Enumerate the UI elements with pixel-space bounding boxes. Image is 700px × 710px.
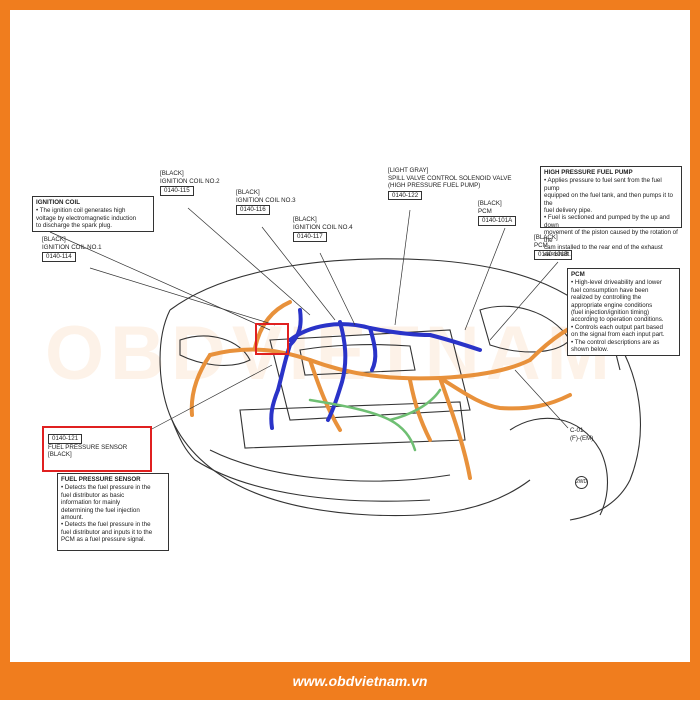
under-panel	[194, 459, 431, 502]
connector-code: 0140-115	[160, 186, 194, 196]
info-line: amount.	[61, 514, 84, 522]
info-line: • The control descriptions are as	[571, 338, 660, 346]
callout-name: PCM	[534, 241, 548, 249]
callout-ignition-coil-no1: [BLACK] IGNITION COIL NO.1 0140-114	[42, 236, 102, 262]
info-line: cam installed to the rear end of the exh…	[544, 244, 663, 259]
info-line: appropriate engine conditions	[571, 301, 653, 309]
connector-code: 0140-114	[42, 252, 76, 262]
callout-color: [BLACK]	[478, 200, 502, 207]
info-line: fuel distributor and inputs it to the	[61, 528, 153, 536]
info-line: PCM as a fuel pressure signal.	[61, 536, 146, 544]
strut-tower	[479, 305, 571, 353]
info-line: fuel delivery pipe.	[544, 207, 593, 215]
callout-name: PCM	[478, 207, 492, 215]
info-line: • Fuel is sectioned and pumped by the up…	[544, 214, 670, 229]
info-line: fuel distributor as basic	[61, 491, 125, 499]
info-line: information for mainly	[61, 499, 121, 507]
callout-name: IGNITION COIL NO.1	[42, 243, 102, 251]
connector-code: 0140-101B	[534, 250, 573, 260]
callout-color: [LIGHT GRAY]	[388, 167, 429, 174]
fuel-pressure-sensor-highlight	[42, 426, 152, 472]
connector-code: 0140-117	[293, 232, 327, 242]
green-harness	[308, 388, 442, 452]
info-box-title: HIGH PRESSURE FUEL PUMP	[544, 169, 633, 176]
info-line: • The ignition coil generates high	[36, 207, 126, 215]
leader-lines	[49, 207, 569, 431]
callout-ignition-coil-no2: [BLACK] IGNITION COIL NO.2 0140-115	[160, 170, 220, 196]
connector-sub: (F)-(EM)	[570, 434, 594, 442]
headlight-left	[179, 335, 251, 366]
footer-bar: www.obdvietnam.vn	[10, 662, 700, 700]
orange-harness	[189, 300, 592, 480]
callout-pcm-b: [BLACK] PCM 0140-101B	[534, 234, 573, 260]
info-line: • Applies pressure to fuel sent from the…	[544, 177, 662, 192]
callout-color: [BLACK]	[48, 451, 72, 459]
info-line: shown below.	[571, 346, 609, 354]
connector-code: 0140-121	[48, 434, 83, 444]
info-line: according to operation conditions.	[571, 316, 664, 324]
fender-left	[159, 309, 196, 461]
callout-name-secondary: (HIGH PRESSURE FUEL PUMP)	[388, 182, 481, 190]
callout-name: IGNITION COIL NO.4	[293, 223, 353, 231]
info-line: determining the fuel injection	[61, 506, 140, 514]
intake-manifold	[299, 344, 416, 376]
connector-code: C-01	[570, 427, 584, 434]
info-line: (fuel injection/ignition timing)	[571, 309, 650, 317]
grille-outline	[209, 449, 451, 482]
callout-color: [BLACK]	[236, 189, 260, 196]
callout-ignition-coil-no3: [BLACK] IGNITION COIL NO.3 0140-116	[236, 189, 296, 215]
engine-bay-illustration	[49, 207, 641, 521]
info-line: • Detects the fuel pressure in the	[61, 484, 151, 492]
info-line: • Controls each output part based	[571, 323, 663, 331]
view-circle-tag: 2WD	[575, 476, 588, 489]
callout-pcm-a: [BLACK] PCM 0140-101A	[478, 200, 517, 226]
info-line: on the signal from each input part.	[571, 331, 665, 339]
wheel-arch	[509, 417, 608, 516]
hood-outline	[169, 258, 621, 371]
connector-code: 0140-122	[388, 190, 423, 201]
info-box-fuel-pressure-sensor: FUEL PRESSURE SENSOR • Detects the fuel …	[57, 473, 169, 551]
callout-name: IGNITION COIL NO.2	[160, 177, 220, 185]
callout-color: [BLACK]	[160, 170, 184, 177]
fender-right	[569, 329, 641, 521]
connector-code: 0140-101A	[478, 216, 517, 226]
callout-name: IGNITION COIL NO.3	[236, 196, 296, 204]
radiator-core	[239, 401, 466, 449]
bumper-outline	[171, 419, 531, 517]
info-line: fuel consumption have been	[571, 286, 649, 294]
callout-fuel-pressure-sensor: 0140-121 FUEL PRESSURE SENSOR [BLACK]	[48, 433, 127, 459]
callout-ignition-coil-no4: [BLACK] IGNITION COIL NO.4 0140-117	[293, 216, 353, 242]
callout-connector-c01: C-01 (F)-(EM)	[570, 427, 593, 442]
info-box-pcm: PCM • High-level driveability and lower …	[567, 268, 680, 356]
info-line: to discharge the spark plug.	[36, 222, 113, 230]
callout-color: [BLACK]	[534, 234, 558, 241]
info-box-high-pressure-fuel-pump: HIGH PRESSURE FUEL PUMP • Applies pressu…	[540, 166, 682, 258]
callout-name: FUEL PRESSURE SENSOR	[48, 443, 128, 451]
info-line: equipped on the fuel tank, and then pump…	[544, 192, 674, 207]
site-url[interactable]: www.obdvietnam.vn	[292, 673, 428, 689]
info-line: voltage by electromagnetic induction	[36, 214, 137, 222]
connector-code: 0140-116	[236, 205, 270, 215]
info-line: • High-level driveability and lower	[571, 279, 662, 287]
blue-harness	[269, 308, 482, 430]
callout-color: [BLACK]	[42, 236, 66, 243]
info-box-title: IGNITION COIL	[36, 199, 80, 206]
info-line: • Detects the fuel pressure in the	[61, 521, 151, 529]
info-box-ignition-coil: IGNITION COIL • The ignition coil genera…	[32, 196, 154, 232]
info-line: movement of the piston caused by the rot…	[544, 229, 678, 244]
info-box-title: FUEL PRESSURE SENSOR	[61, 476, 141, 483]
callout-name: SPILL VALVE CONTROL SOLENOID VALVE	[388, 174, 512, 182]
info-box-title: PCM	[571, 271, 585, 278]
callout-spill-valve: [LIGHT GRAY] SPILL VALVE CONTROL SOLENOI…	[388, 167, 512, 201]
info-line: realized by controlling the	[571, 294, 642, 302]
callout-color: [BLACK]	[293, 216, 317, 223]
sensor-location-highlight	[255, 323, 289, 355]
